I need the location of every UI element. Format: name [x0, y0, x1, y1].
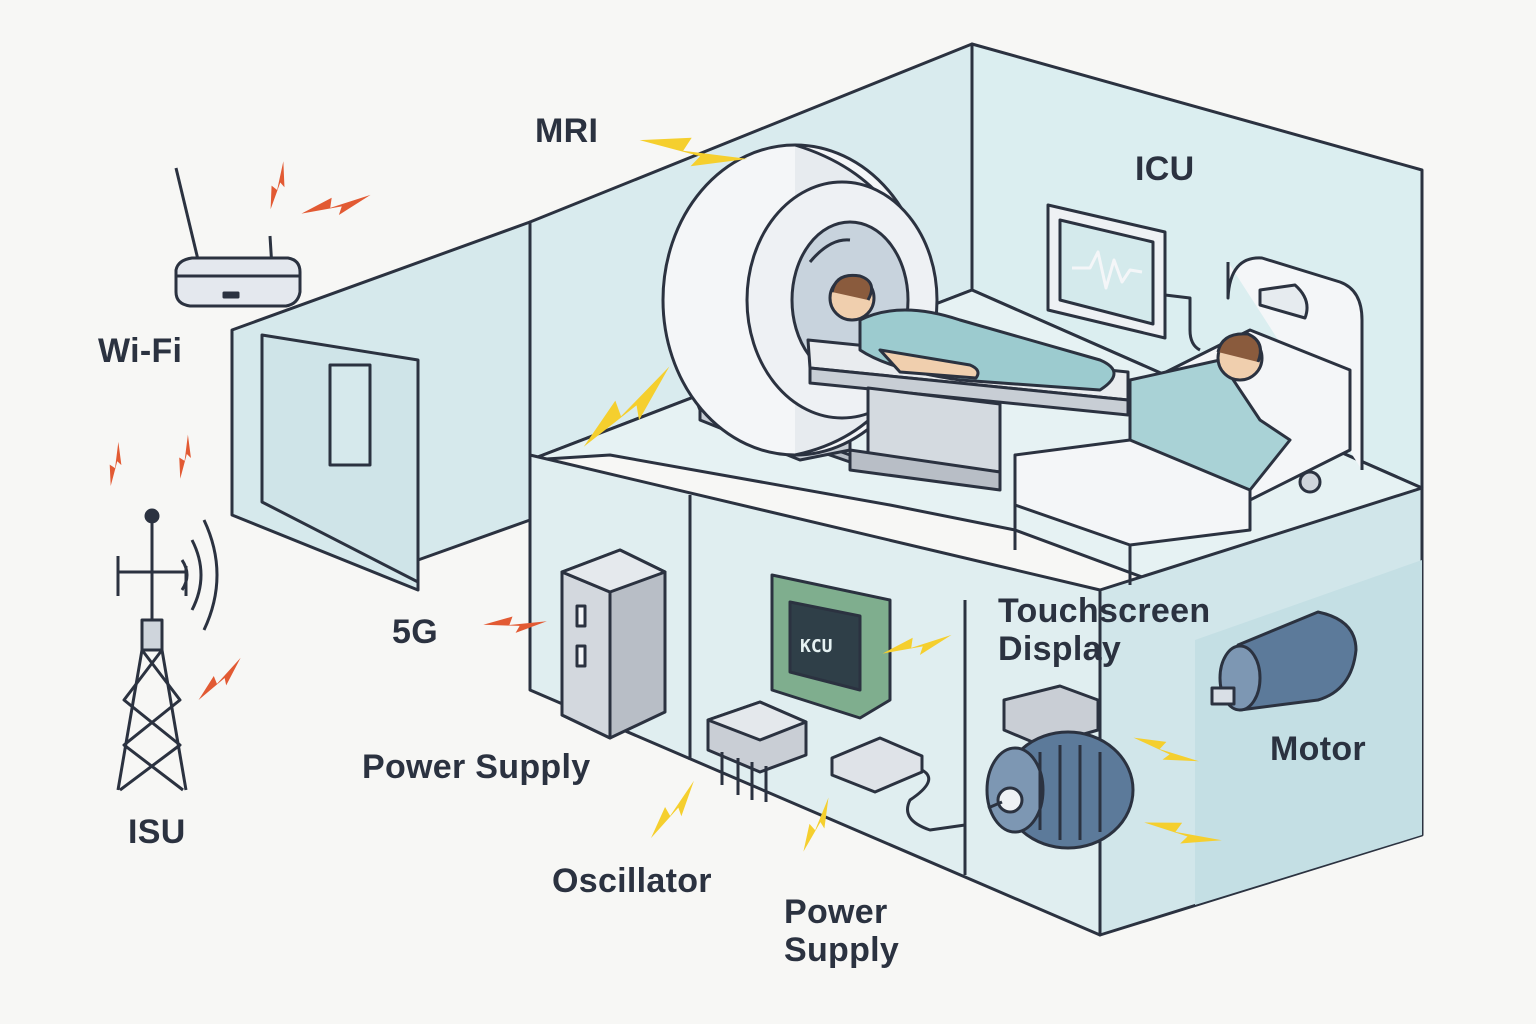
- bolt-icon: [259, 161, 296, 210]
- kcu-board: KCU: [770, 573, 892, 720]
- bolt-icon: [639, 780, 707, 840]
- cell-tower-icon: [116, 508, 219, 792]
- icu-monitor: [1046, 203, 1201, 352]
- mri-bed: [806, 273, 1130, 492]
- fiveg-label: 5G: [392, 613, 438, 651]
- bolt-icon: [190, 657, 250, 702]
- chip-label: KCU: [800, 636, 833, 657]
- power-supply-bottom-label: Power Supply: [784, 893, 900, 970]
- touchscreen-display-label: Touchscreen Display: [998, 592, 1211, 669]
- isu-label: ISU: [128, 813, 186, 851]
- motor-center: [985, 684, 1135, 850]
- bolt-icon: [301, 194, 371, 216]
- motor-label: Motor: [1270, 730, 1366, 768]
- oscillator-label: Oscillator: [552, 862, 712, 900]
- wifi-router-icon: [174, 167, 302, 308]
- wifi-label: Wi-Fi: [98, 332, 183, 370]
- bolt-icon: [169, 434, 200, 480]
- icu-bed: [1013, 256, 1364, 585]
- icu-label: ICU: [1135, 150, 1195, 188]
- left-window: [328, 363, 372, 467]
- oscillator-device: [706, 700, 808, 802]
- small-power-box: [830, 736, 966, 832]
- bolt-icon: [100, 441, 130, 487]
- mri-label: MRI: [535, 112, 599, 150]
- power-supply-left-label: Power Supply: [362, 748, 591, 786]
- power-cabinet: [560, 548, 667, 740]
- motor-right: [1210, 610, 1358, 712]
